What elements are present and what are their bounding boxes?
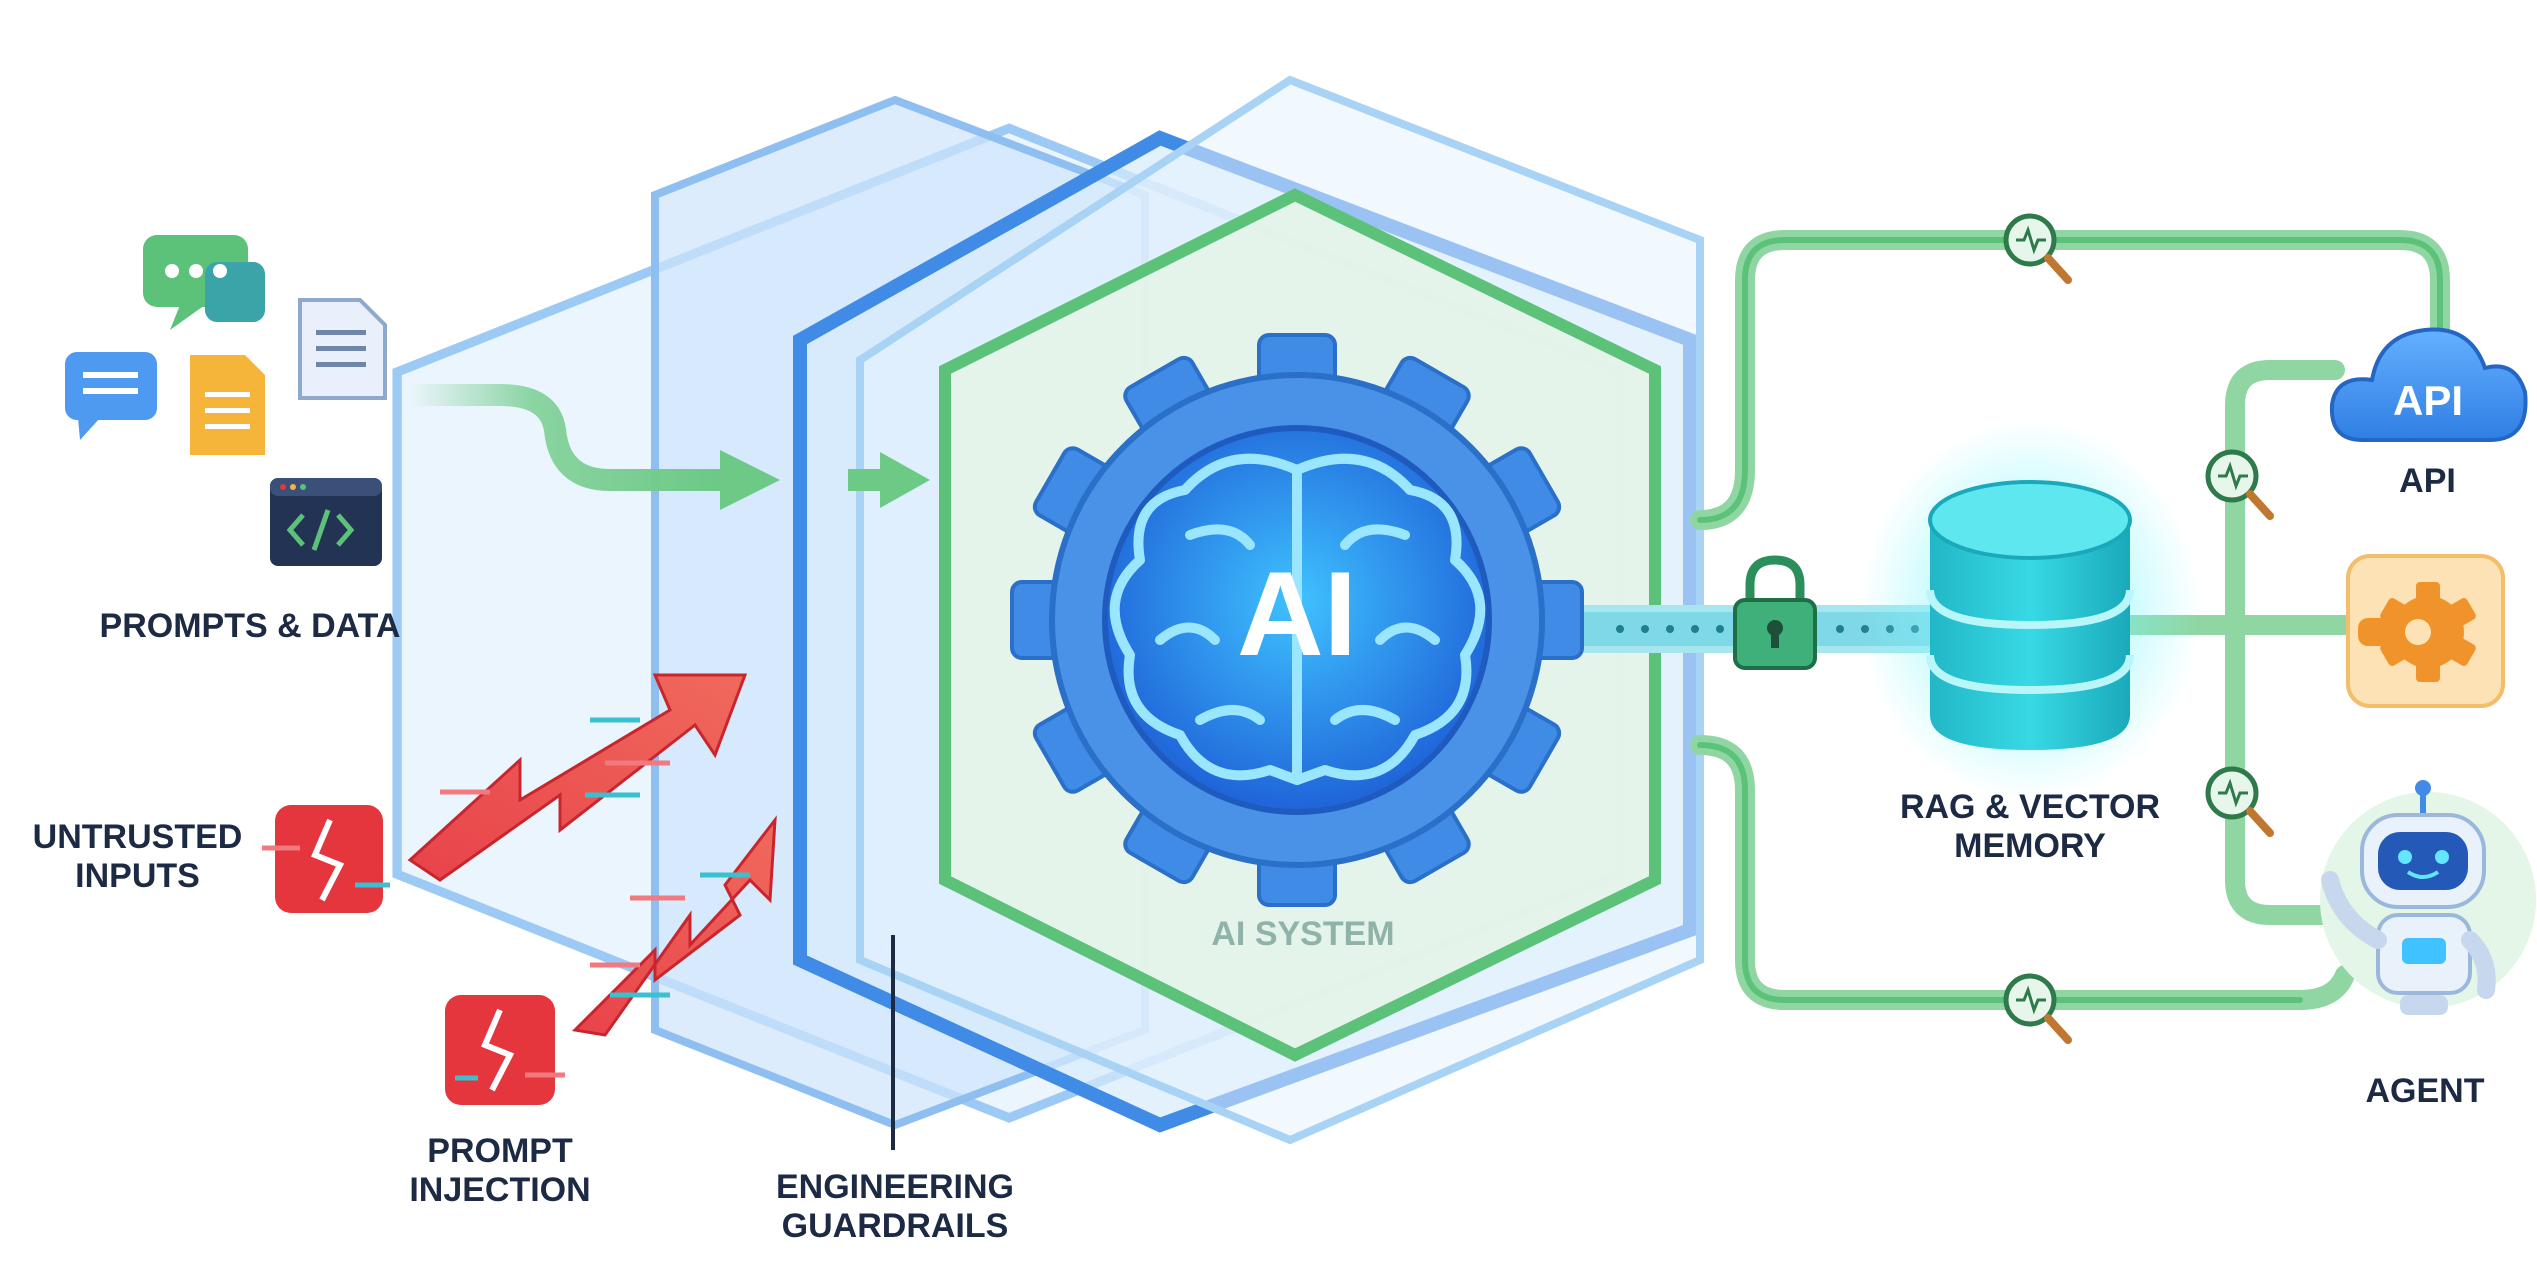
plugin-gear-icon (2346, 554, 2505, 708)
engineering-guardrails-label: ENGINEERING GUARDRAILS (775, 1168, 1015, 1246)
broken-shield-icon-lower (445, 995, 565, 1105)
ai-core-text: AI (1237, 547, 1357, 681)
input-flow-arrow (399, 384, 930, 510)
broken-shield-icon (262, 805, 390, 913)
code-window-icon (270, 478, 382, 566)
agent-label: AGENT (2365, 1072, 2485, 1110)
chat-bubble-blue-icon (65, 352, 157, 440)
document-icon (298, 298, 387, 400)
api-label: API (2399, 462, 2456, 500)
lightning-arrow-icon-lower (571, 815, 777, 1037)
monitor-magnifier-icon-4 (2003, 973, 2072, 1044)
database-icon (1860, 420, 2200, 800)
rag-vector-memory-label: RAG & VECTOR MEMORY (1899, 788, 2161, 866)
prompts-data-label: PROMPTS & DATA (99, 607, 401, 645)
lightning-arrow-icon (407, 673, 748, 882)
monitor-magnifier-icon-2 (2205, 449, 2274, 520)
orange-document-icon (190, 355, 265, 455)
monitor-magnifier-icon-3 (2205, 766, 2274, 837)
lock-icon (1733, 555, 1817, 670)
brain-icon (1109, 453, 1486, 785)
monitor-magnifier-icon (2003, 213, 2072, 284)
pipeline-highlight (1697, 237, 2443, 1003)
chat-bubble-icon (143, 235, 265, 330)
robot-agent-icon (2320, 780, 2536, 1015)
ai-system-label: AI SYSTEM (1211, 915, 1394, 953)
untrusted-inputs-label: UNTRUSTED INPUTS (32, 818, 243, 896)
cloud-api-icon: API (2329, 327, 2528, 442)
api-badge-text: API (2393, 377, 2463, 424)
prompt-injection-label: PROMPT INJECTION (409, 1132, 591, 1210)
